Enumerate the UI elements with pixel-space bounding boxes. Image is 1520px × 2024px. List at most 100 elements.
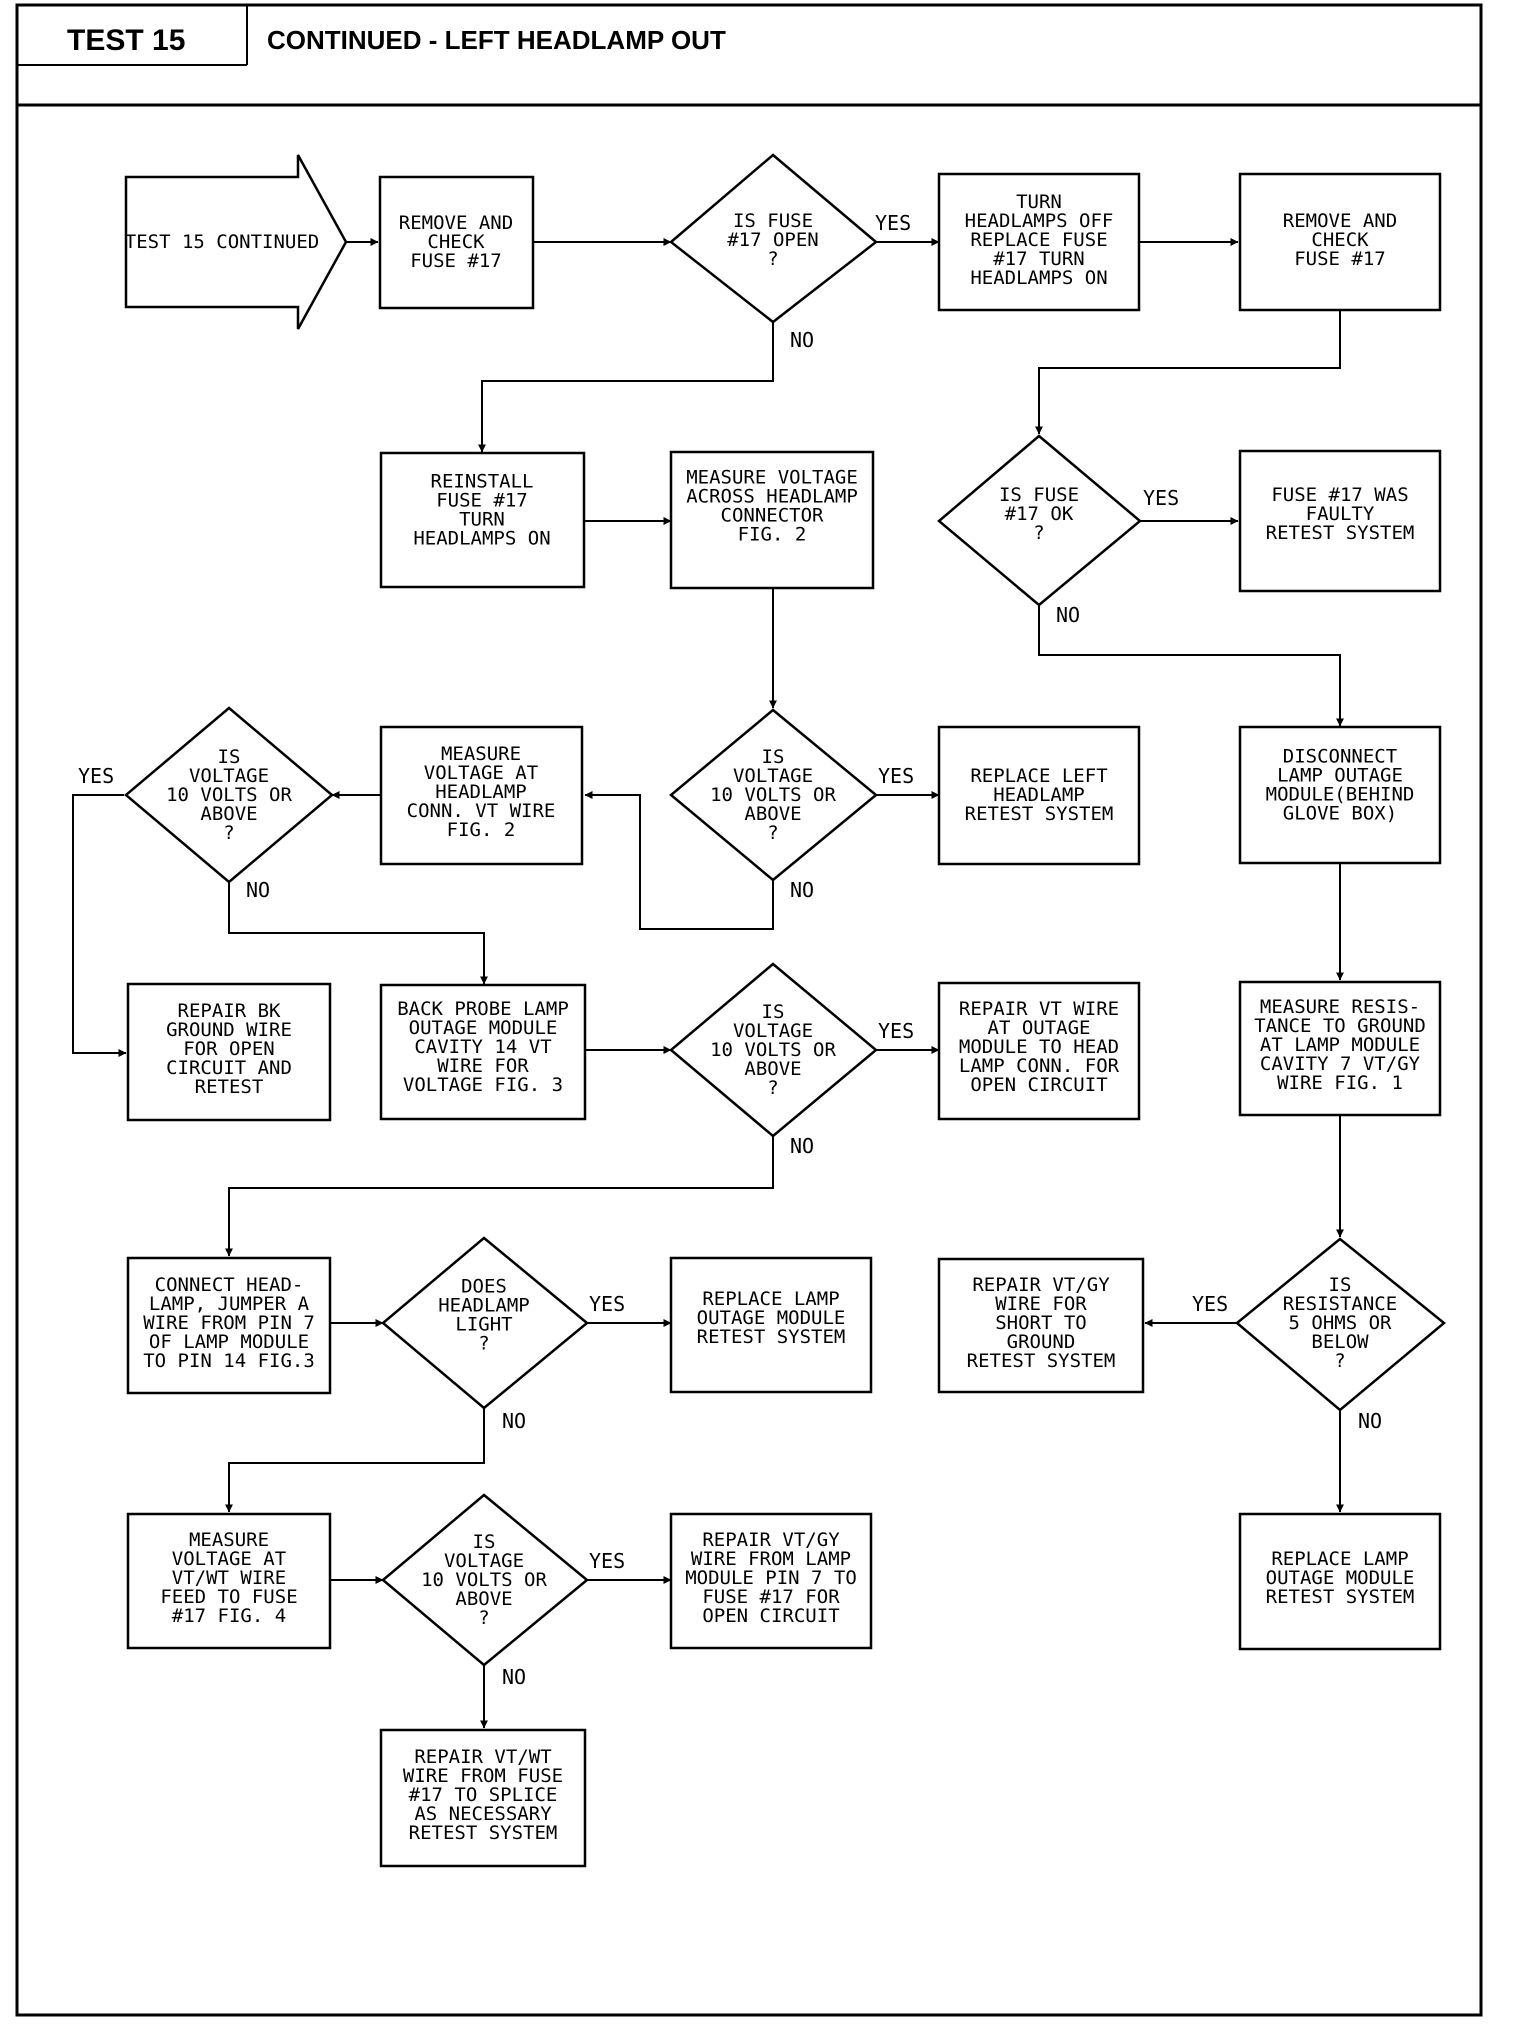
node-label-line: HEADLAMPS ON (970, 267, 1107, 289)
node-label-line: WIRE FOR (995, 1293, 1087, 1315)
node-label-line: FUSE #17 WAS (1271, 484, 1408, 506)
node-label-line: #17 OK (1005, 503, 1074, 525)
node-label-line: GROUND WIRE (166, 1019, 292, 1041)
node-label-line: IS (1329, 1274, 1352, 1296)
edge-label-no: NO (790, 878, 814, 902)
node-label-line: 10 VOLTS OR (421, 1569, 547, 1591)
node-label-line: WIRE FROM LAMP (691, 1548, 851, 1570)
node-label-line: CHECK (1311, 229, 1369, 251)
edge-label-no: NO (1358, 1409, 1382, 1433)
node-label-line: ABOVE (200, 803, 257, 825)
node-label-line: GLOVE BOX) (1283, 803, 1397, 825)
node-label-line: REPLACE LEFT (970, 765, 1107, 787)
diamond-voltage-center (669, 708, 878, 882)
node-label-line: ? (767, 1077, 778, 1099)
box-reinstall (379, 451, 586, 589)
node-label-line: MODULE PIN 7 TO (685, 1567, 857, 1589)
node-label-line: LAMP, JUMPER A (149, 1293, 310, 1315)
node-label-line: ABOVE (744, 803, 801, 825)
node-label-line: FIG. 2 (447, 819, 516, 841)
node-label-line: OPEN CIRCUIT (970, 1074, 1107, 1096)
node-label-line: IS FUSE (999, 484, 1079, 506)
node-label-line: FUSE #17 FOR (702, 1586, 840, 1608)
edge-vqprobe-no (225, 1136, 774, 1257)
box-disconnect-module (1238, 725, 1442, 865)
node-label-line: REPLACE LAMP (1271, 1548, 1408, 1570)
edge-labels: YES NO YES NO YES NO YES NO YES NO YES Y… (78, 211, 1382, 1689)
node-label-line: HEADLAMP (993, 784, 1085, 806)
node-label-line: ? (767, 248, 778, 270)
edge-label-yes: YES (878, 764, 914, 788)
node-label-line: #17 OPEN (727, 229, 819, 251)
box-repair-vtgy-short (937, 1257, 1145, 1394)
node-label-line: 10 VOLTS OR (710, 1039, 836, 1061)
node-label-line: RETEST (195, 1076, 264, 1098)
test-label: TEST 15 (67, 24, 185, 57)
node-label-line: VOLTAGE (733, 1020, 813, 1042)
shapes (124, 153, 1446, 1868)
box-repair-vt (937, 981, 1141, 1121)
node-label-line: VOLTAGE (733, 765, 813, 787)
edge-vqleft-yes (72, 794, 127, 1057)
node-label-line: REPAIR VT/GY (972, 1274, 1110, 1296)
node-label-line: MEASURE RESIS- (1260, 996, 1420, 1018)
edge-fuseok-no (1038, 605, 1344, 727)
edge-label-no: NO (246, 878, 270, 902)
node-label-line: RETEST SYSTEM (967, 1350, 1116, 1372)
node-label-line: RETEST SYSTEM (965, 803, 1114, 825)
edge-label-yes: YES (1192, 1292, 1228, 1316)
diamond-voltage-left (124, 706, 334, 884)
edge-label-no: NO (502, 1665, 526, 1689)
box-fuse-faulty (1238, 449, 1442, 593)
node-label-line: TANCE TO GROUND (1254, 1015, 1426, 1037)
node-label-line: ? (1033, 522, 1044, 544)
node-label-line: HEADLAMP (435, 781, 527, 803)
node-label-line: AT LAMP MODULE (1260, 1034, 1420, 1056)
node-label-line: HEADLAMPS ON (413, 528, 550, 550)
node-label-line: ? (478, 1333, 489, 1355)
node-label-line: IS (473, 1531, 496, 1553)
node-label-line: SHORT TO (995, 1312, 1087, 1334)
edge-fuseq-no (478, 322, 774, 453)
node-label-line: FUSE #17 (410, 250, 502, 272)
box-turn-off-replace (937, 172, 1141, 312)
node-label-line: REPLACE FUSE (970, 229, 1107, 251)
node-label-line: FEED TO FUSE (160, 1586, 297, 1608)
box-replace-module-1 (669, 1256, 873, 1394)
node-label-line: REPAIR VT WIRE (959, 998, 1119, 1020)
node-label-line: GROUND (1007, 1331, 1076, 1353)
node-label-line: MODULE TO HEAD (959, 1036, 1119, 1058)
node-label-line: REPLACE LAMP (702, 1288, 839, 1310)
node-label-line: OF LAMP MODULE (149, 1331, 309, 1353)
node-label-line: FUSE #17 (436, 490, 528, 512)
node-label-line: CAVITY 14 VT (414, 1036, 551, 1058)
node-label-line: TURN (459, 509, 505, 531)
edge-light-no (225, 1408, 485, 1513)
box-replace-left (937, 725, 1141, 866)
node-label-line: FUSE #17 (1294, 248, 1386, 270)
edge-label-yes: YES (875, 211, 911, 235)
node-label-line: MEASURE VOLTAGE (686, 467, 858, 489)
node-label-line: ? (1334, 1350, 1345, 1372)
node-label-line: LAMP OUTAGE (1277, 765, 1403, 787)
box-repair-vtgy-open (669, 1512, 873, 1650)
node-label-line: ? (767, 822, 778, 844)
box-measure-vt (379, 725, 584, 866)
node-label-line: OUTAGE MODULE (409, 1017, 558, 1039)
node-label-line: RETEST SYSTEM (1266, 1586, 1415, 1608)
